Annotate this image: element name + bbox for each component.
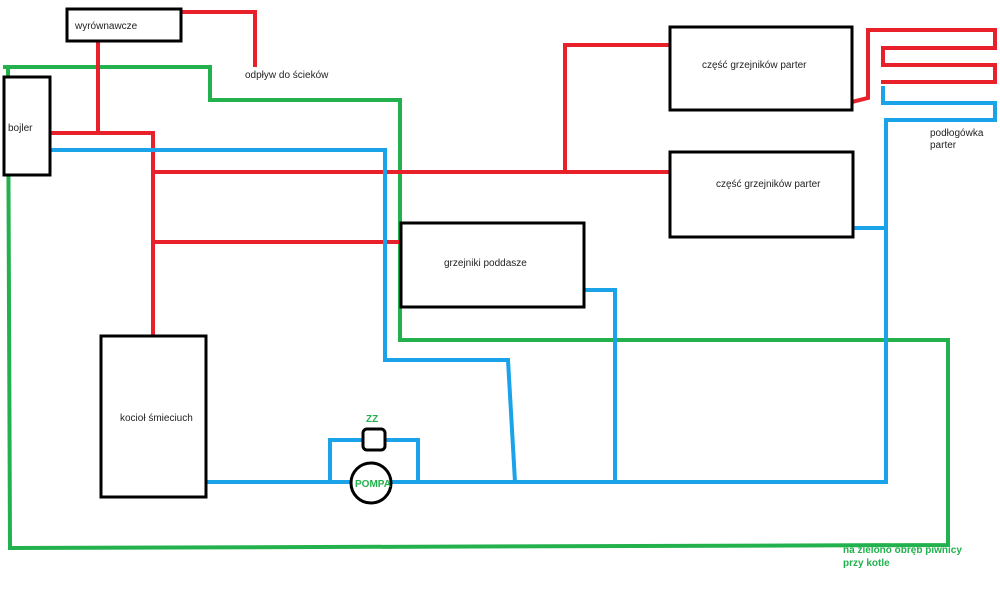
pump-icon — [349, 461, 393, 505]
floor-heating-label-line1: podłogówka — [930, 128, 984, 139]
ground-radiators-box-1 — [668, 25, 854, 112]
ground-radiators-label-1: część grzejników parter — [702, 60, 807, 71]
expansion-tank-box — [65, 7, 183, 43]
basement-note-line1: na zielono obręb piwnicy — [843, 545, 962, 556]
boiler-label: bojler — [8, 123, 33, 134]
attic-radiators-label: grzejniki poddasze — [444, 258, 527, 269]
pump-label: POMPA — [355, 479, 391, 490]
stove-label: kocioł śmieciuch — [120, 413, 193, 424]
basement-note-line2: przy kotle — [843, 558, 890, 569]
ground-radiators-label-2: część grzejników parter — [716, 179, 821, 190]
attic-radiators-box — [399, 221, 586, 309]
floor-heating-label-line2: parter — [930, 140, 957, 151]
supply-pipes — [48, 10, 997, 340]
stove-box — [99, 334, 208, 499]
boiler-box — [2, 75, 52, 177]
ground-radiators-box-2 — [668, 150, 855, 239]
drain-label: odpływ do ścieków — [245, 70, 329, 81]
valve-label: ZZ — [366, 414, 378, 425]
expansion-tank-label: wyrównawcze — [74, 21, 138, 32]
basement-outline — [3, 64, 950, 551]
valve-icon — [361, 427, 387, 452]
